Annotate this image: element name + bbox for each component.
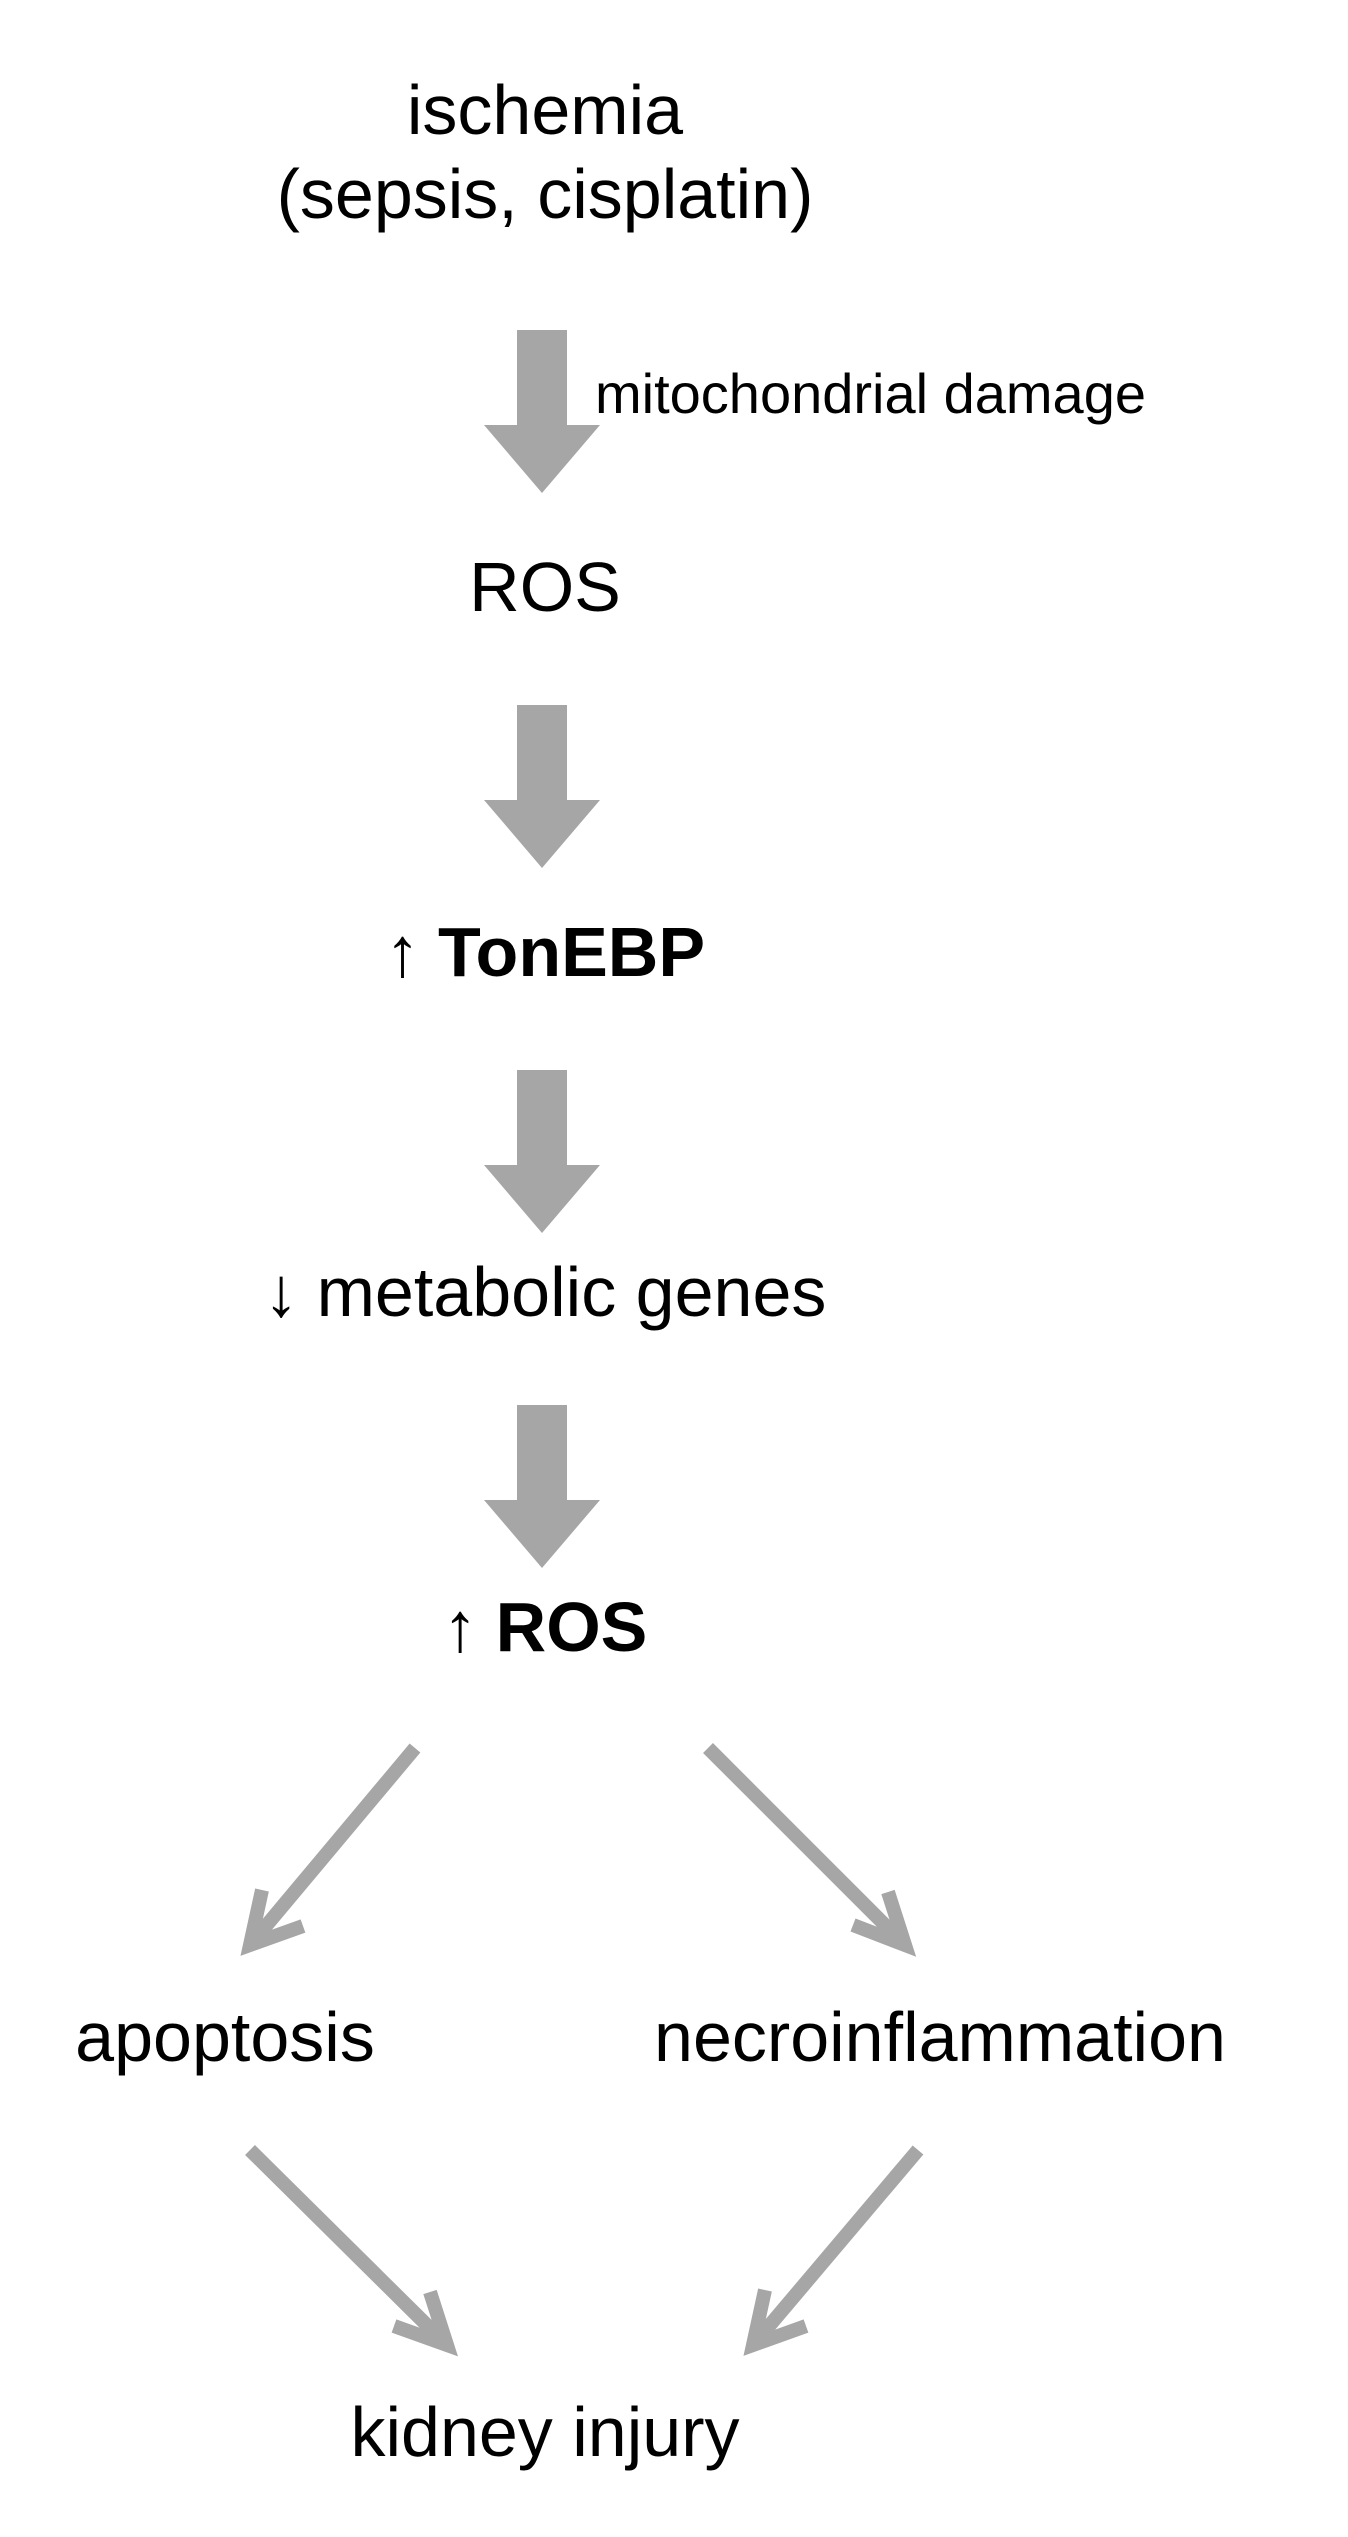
- node-metabolic-genes-label: metabolic genes: [316, 1253, 827, 1331]
- block-arrow-metabolic-to-ros: [484, 1405, 600, 1568]
- block-arrow-tonebp-to-metabolic: [484, 1070, 600, 1233]
- node-tonebp-label: TonEBP: [437, 913, 706, 991]
- up-arrow-icon: ↑: [384, 913, 420, 991]
- node-apoptosis: apoptosis: [75, 1998, 375, 2076]
- node-ischemia-line1: ischemia: [406, 71, 684, 149]
- line-arrow-necro-to-kidney: [743, 2145, 924, 2356]
- node-metabolic-genes: ↓metabolic genes: [264, 1250, 827, 1334]
- line-arrow-apoptosis-to-kidney: [245, 2145, 459, 2357]
- node-ros-increased: ↑ROS: [443, 1585, 648, 1669]
- node-ros: ROS: [469, 548, 621, 626]
- line-arrow-ros-to-necroinflammation: [703, 1743, 917, 1957]
- edge-label-mitochondrial-damage: mitochondrial damage: [595, 362, 1146, 425]
- node-ischemia: ischemia (sepsis, cisplatin): [277, 68, 814, 236]
- node-tonebp: ↑TonEBP: [385, 910, 705, 994]
- node-necroinflammation: necroinflammation: [654, 1998, 1226, 2076]
- block-arrow-ros-to-tonebp: [484, 705, 600, 868]
- node-ischemia-line2: (sepsis, cisplatin): [276, 155, 814, 233]
- node-ros-increased-label: ROS: [495, 1588, 648, 1666]
- up-arrow-icon: ↑: [442, 1588, 478, 1666]
- node-kidney-injury: kidney injury: [350, 2393, 740, 2471]
- line-arrow-ros-to-apoptosis: [240, 1743, 421, 1956]
- block-arrow-ischemia-to-ros: [484, 330, 600, 493]
- down-arrow-icon: ↓: [263, 1253, 299, 1331]
